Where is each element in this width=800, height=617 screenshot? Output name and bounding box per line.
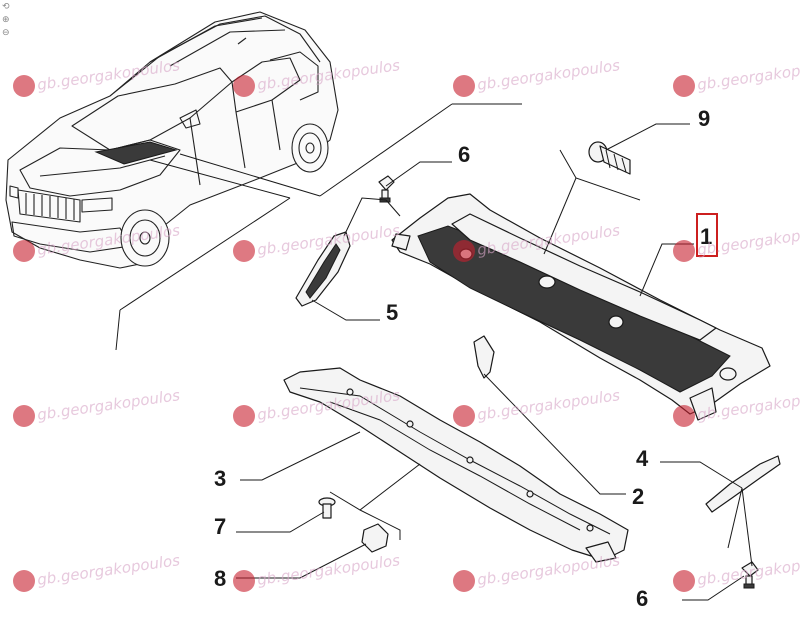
watermark-text: gb.georgakopoulos bbox=[476, 386, 621, 424]
watermark: gb.georgakopoulos bbox=[13, 551, 181, 592]
watermark-logo-icon bbox=[233, 75, 255, 97]
watermark: gb.georgakopoulos bbox=[13, 386, 181, 427]
watermark-logo-icon bbox=[673, 405, 695, 427]
callout-1[interactable]: 1 bbox=[700, 224, 712, 249]
reset-icon[interactable]: ⟲ bbox=[2, 2, 10, 12]
callout-9[interactable]: 9 bbox=[698, 106, 710, 131]
watermark-text: gb.georgakopoulos bbox=[476, 551, 621, 589]
callout-6-lower[interactable]: 6 bbox=[636, 586, 648, 611]
callout-8[interactable]: 8 bbox=[214, 566, 226, 591]
part-2-bracket[interactable] bbox=[473, 335, 495, 379]
part-7-stud[interactable] bbox=[318, 497, 336, 519]
watermark-text: gb.georgakopoulos bbox=[36, 551, 181, 589]
watermark-logo-icon bbox=[233, 405, 255, 427]
watermark: gb.georgakopoulos bbox=[673, 551, 800, 592]
part-4-strip[interactable] bbox=[705, 455, 781, 513]
watermark-text: gb.georgakopoulos bbox=[36, 386, 181, 424]
watermark-logo-icon bbox=[233, 570, 255, 592]
watermark-logo-icon bbox=[673, 75, 695, 97]
grille-slots bbox=[25, 193, 75, 220]
watermark-logo-icon bbox=[673, 570, 695, 592]
watermark-logo-icon bbox=[13, 75, 35, 97]
callout-2[interactable]: 2 bbox=[632, 484, 644, 509]
watermark: gb.georgakopoulos bbox=[233, 221, 401, 262]
callout-7[interactable]: 7 bbox=[214, 514, 226, 539]
vehicle-illustration bbox=[5, 11, 339, 269]
watermark: gb.georgakopoulos bbox=[453, 551, 621, 592]
watermark-text: gb.georgakopoulos bbox=[256, 551, 401, 589]
zoom-out-icon[interactable]: ⊖ bbox=[2, 28, 10, 38]
watermark-text: gb.georgakopoulos bbox=[476, 56, 621, 94]
watermark: gb.georgakopoulos bbox=[673, 221, 800, 262]
zoom-in-icon[interactable]: ⊕ bbox=[2, 15, 10, 25]
callout-5[interactable]: 5 bbox=[386, 300, 398, 325]
watermark-logo-icon bbox=[453, 570, 475, 592]
watermark-logo-icon bbox=[13, 405, 35, 427]
callout-numbers: 1 2 3 4 5 6 6 7 8 9 bbox=[214, 106, 718, 611]
part-8-clip[interactable] bbox=[361, 523, 389, 553]
watermark-logo-icon bbox=[453, 405, 475, 427]
watermark-logo-icon bbox=[453, 240, 475, 262]
highlight-box bbox=[696, 213, 718, 257]
part-9-push-clip[interactable] bbox=[588, 141, 631, 175]
watermark: gb.georgakopoulos bbox=[233, 551, 401, 592]
watermark-logo-icon bbox=[453, 75, 475, 97]
watermark-logo-icon bbox=[13, 570, 35, 592]
part-1-cowl-panel[interactable] bbox=[391, 193, 771, 421]
watermark-logo-icon bbox=[673, 240, 695, 262]
watermark-text: gb.georgakopoulos bbox=[696, 56, 800, 94]
watermark: gb.georgakopoulos bbox=[673, 56, 800, 97]
part-6-clip-lower[interactable] bbox=[741, 561, 759, 589]
watermark: gb.georgakopoulos bbox=[453, 56, 621, 97]
part-5-side-trim[interactable] bbox=[295, 231, 351, 307]
watermark-logo-icon bbox=[233, 240, 255, 262]
projection-lines bbox=[115, 103, 522, 351]
watermark-logo-icon bbox=[13, 240, 35, 262]
zoom-controls[interactable]: ⟲ ⊕ ⊖ bbox=[2, 2, 10, 38]
callout-4[interactable]: 4 bbox=[636, 446, 649, 471]
callout-3[interactable]: 3 bbox=[214, 466, 226, 491]
callout-6-upper[interactable]: 6 bbox=[458, 142, 470, 167]
cross-member-holes bbox=[346, 388, 594, 532]
part-6-clip-upper[interactable] bbox=[378, 175, 395, 203]
watermark: gb.georgakopoulos bbox=[453, 386, 621, 427]
part-3-cross-member[interactable] bbox=[283, 367, 629, 563]
